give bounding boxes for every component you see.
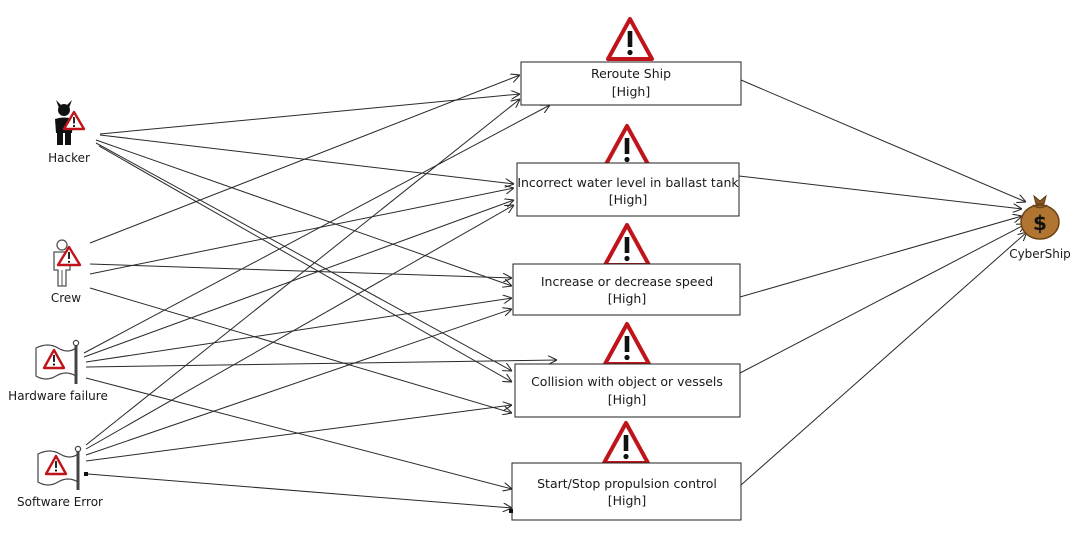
link-crew-to-speed[interactable]: [89, 263, 512, 278]
link-hardware-to-reroute[interactable]: [83, 105, 550, 354]
incident-level: [High]: [608, 291, 646, 306]
incident-level: [High]: [608, 493, 646, 508]
threat-source-hacker[interactable]: Hacker: [48, 100, 90, 165]
link-software-to-collision[interactable]: [85, 405, 512, 462]
link-collision-to-cybership[interactable]: [739, 224, 1026, 374]
incident-level: [High]: [609, 192, 647, 207]
warning-triangle-icon: [603, 223, 651, 267]
link-software-to-propulsion[interactable]: [87, 473, 512, 508]
incident-title: Incorrect water level in ballast tank: [517, 175, 739, 190]
crew-person-icon: [53, 239, 82, 287]
incident-level: [High]: [608, 392, 646, 407]
connection-lines: [83, 75, 1027, 508]
incident-box[interactable]: [514, 363, 741, 418]
link-hardware-to-ballast[interactable]: [83, 200, 514, 358]
incident-reroute-ship[interactable]: Reroute Ship [High]: [520, 17, 742, 106]
incident-box[interactable]: [520, 61, 742, 106]
incident-collision[interactable]: Collision with object or vessels [High]: [514, 322, 741, 418]
link-propulsion-to-cybership[interactable]: [740, 232, 1027, 486]
link-crew-to-collision[interactable]: [89, 287, 512, 413]
link-hacker-to-reroute[interactable]: [99, 94, 520, 135]
hacker-icon: [55, 100, 86, 145]
threat-source-software[interactable]: Software Error: [17, 445, 103, 509]
warning-triangle-icon: [606, 17, 654, 61]
link-hacker-to-speed[interactable]: [95, 139, 512, 286]
warning-triangle-icon: [602, 421, 650, 465]
link-speed-to-cybership[interactable]: [739, 216, 1022, 298]
warning-triangle-icon: [603, 322, 651, 366]
threat-source-hardware[interactable]: Hardware failure: [8, 339, 108, 403]
threat-source-crew[interactable]: Crew: [51, 239, 82, 305]
link-ballast-to-cybership[interactable]: [738, 175, 1022, 209]
money-bag-icon: $: [1020, 194, 1060, 240]
link-software-to-speed[interactable]: [85, 309, 512, 456]
link-hacker-to-collision[interactable]: [98, 145, 512, 382]
flag-warning-icon: [37, 445, 88, 490]
svg-text:$: $: [1033, 211, 1047, 235]
link-hacker-to-collision[interactable]: [95, 142, 512, 371]
link-reroute-to-cybership[interactable]: [740, 79, 1026, 202]
source-label: Crew: [51, 291, 81, 305]
incident-title: Reroute Ship: [591, 66, 671, 81]
link-hardware-to-speed[interactable]: [85, 298, 512, 363]
connector-handle[interactable]: [509, 509, 513, 513]
link-hardware-to-collision[interactable]: [85, 360, 557, 368]
link-crew-to-ballast[interactable]: [89, 188, 514, 275]
link-hacker-to-ballast[interactable]: [99, 134, 514, 184]
incident-box[interactable]: [511, 462, 742, 521]
asset-label: CyberShip: [1009, 247, 1071, 261]
link-crew-to-reroute[interactable]: [89, 75, 520, 244]
incident-title: Collision with object or vessels: [531, 374, 723, 389]
incident-propulsion[interactable]: Start/Stop propulsion control [High]: [511, 421, 742, 521]
source-label: Software Error: [17, 495, 103, 509]
incident-box[interactable]: [516, 162, 740, 217]
incident-ballast-tank[interactable]: Incorrect water level in ballast tank [H…: [516, 124, 740, 217]
link-software-to-ballast[interactable]: [85, 205, 514, 450]
warning-triangle-icon: [603, 124, 651, 168]
source-label: Hardware failure: [8, 389, 108, 403]
link-software-to-reroute[interactable]: [85, 99, 520, 446]
source-label: Hacker: [48, 151, 90, 165]
incident-level: [High]: [612, 84, 650, 99]
incident-title: Increase or decrease speed: [541, 274, 713, 289]
incident-speed[interactable]: Increase or decrease speed [High]: [512, 223, 741, 316]
incident-title: Start/Stop propulsion control: [537, 476, 717, 491]
flag-warning-icon: [35, 339, 80, 384]
incident-box[interactable]: [512, 263, 741, 316]
asset-cybership[interactable]: $ CyberShip: [1009, 194, 1071, 261]
